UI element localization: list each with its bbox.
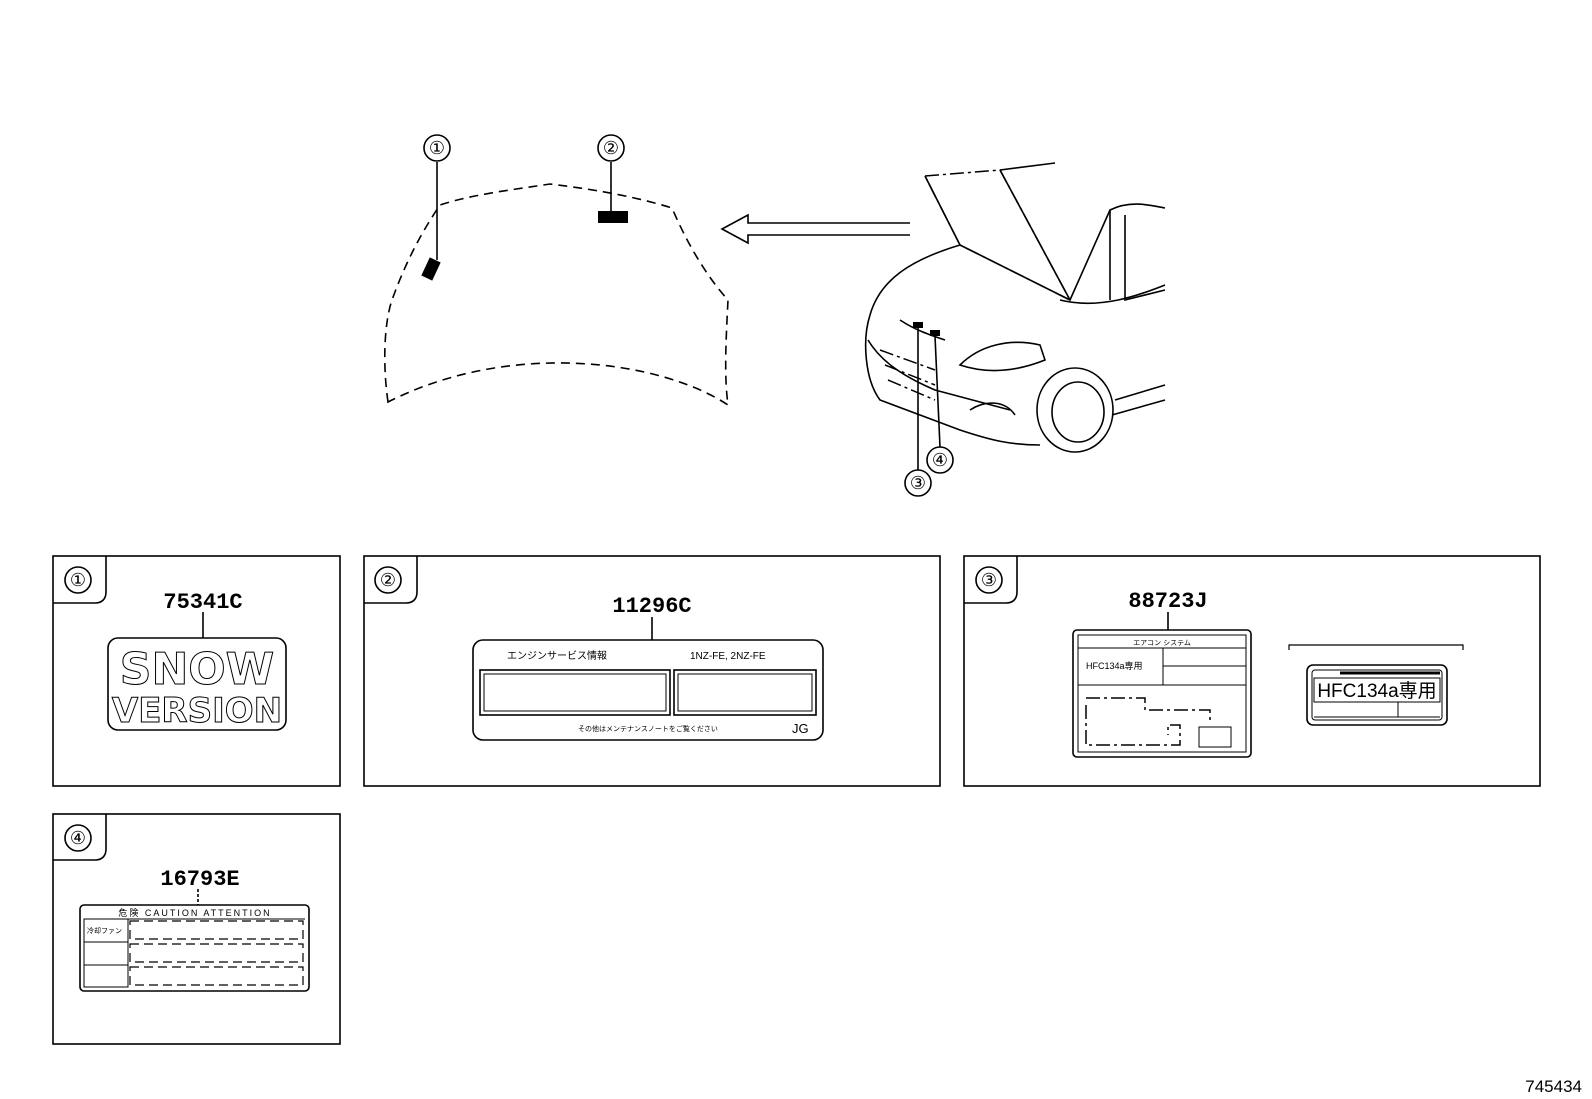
svg-text:③: ③ xyxy=(981,570,997,590)
caution-header-text: 危険 CAUTION ATTENTION xyxy=(118,907,271,918)
callout-2: ② xyxy=(597,134,625,162)
panel-2: ② 11296C エンジンサービス情報 1NZ-FE, 2NZ-FE その他はメ… xyxy=(363,555,941,787)
hfc134a-label-small: HFC134a専用 xyxy=(1086,660,1143,671)
label-3-mark xyxy=(913,322,923,328)
part-number-88723J: 88723J xyxy=(1128,589,1207,614)
label-1-mark xyxy=(421,257,441,281)
cooling-fan-text: 冷却ファン xyxy=(87,926,122,935)
hfc134a-detail-text: HFC134a専用 xyxy=(1317,680,1436,702)
part-number-75341C: 75341C xyxy=(163,590,242,615)
part-number-11296C: 11296C xyxy=(612,594,691,619)
panel-4: ④ 16793E 危険 CAUTION ATTENTION 冷却ファン xyxy=(52,813,341,1045)
panel-1: ① 75341C SNOW VERSION xyxy=(52,555,341,787)
figure-id: 745434 xyxy=(1525,1077,1582,1096)
snow-text: SNOW xyxy=(120,644,274,695)
version-text: VERSION xyxy=(112,691,282,731)
aircon-system-text: エアコン システム xyxy=(1133,639,1191,647)
engine-service-info-text: エンジンサービス情報 xyxy=(507,649,607,662)
label-code: JG xyxy=(792,721,809,736)
svg-text:④: ④ xyxy=(70,828,86,848)
label-2-mark xyxy=(598,211,628,223)
panel-2-index: ② xyxy=(374,566,402,594)
panel-4-index: ④ xyxy=(64,824,92,852)
callout-1: ① xyxy=(423,134,451,162)
callout-4: ④ xyxy=(926,446,954,474)
svg-text:④: ④ xyxy=(932,450,948,470)
direction-arrow xyxy=(720,213,910,245)
label-4-mark xyxy=(930,330,940,336)
engine-models-text: 1NZ-FE, 2NZ-FE xyxy=(690,651,766,662)
svg-text:②: ② xyxy=(603,138,619,158)
car-drawing: ③ ④ xyxy=(864,162,1166,497)
svg-text:③: ③ xyxy=(910,473,926,493)
panel-3-index: ③ xyxy=(975,566,1003,594)
maintenance-note-text: その他はメンテナンスノートをご覧ください xyxy=(578,724,718,733)
panel-3: ③ 88723J エアコン システム HFC134a専用 HFC134a専用 xyxy=(963,555,1541,787)
panel-1-index: ① xyxy=(64,566,92,594)
svg-text:②: ② xyxy=(380,570,396,590)
svg-text:①: ① xyxy=(429,138,445,158)
callout-3: ③ xyxy=(904,469,932,497)
hood-drawing: ① ② xyxy=(383,134,730,407)
svg-text:①: ① xyxy=(70,570,86,590)
part-number-16793E: 16793E xyxy=(160,867,239,892)
